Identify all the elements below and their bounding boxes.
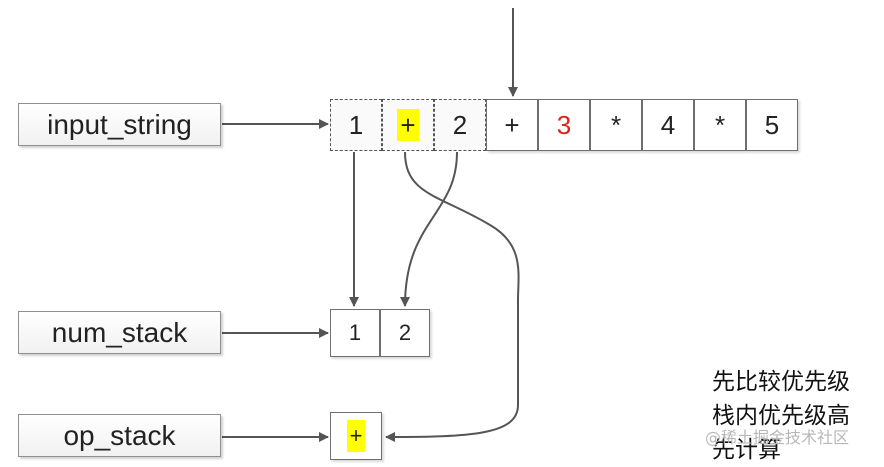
op-stack-cell-1-text: + [346, 420, 366, 452]
watermark: @稀土掘金技术社区 [705, 428, 850, 447]
input-cell-5-text: 3 [556, 109, 572, 140]
input-string-label: input_string [18, 103, 221, 146]
note-line-3: 先计算 [712, 437, 781, 463]
input-cell-1: 1 [330, 99, 382, 151]
num-stack-cell-1-text: 1 [348, 320, 362, 345]
num-stack-cell-1: 1 [330, 309, 380, 357]
op-plus-arrow [385, 151, 520, 442]
input-cell-4-text: + [504, 109, 520, 140]
input-cell-4: + [486, 99, 538, 151]
input-cell-8: * [694, 99, 746, 151]
op-stack-label: op_stack [18, 414, 221, 457]
input-cell-2-text: + [397, 109, 419, 141]
input-cell-6: * [590, 99, 642, 151]
num-stack-cell-2: 2 [380, 309, 430, 357]
num-stack-label: num_stack [18, 311, 221, 354]
input-cell-7: 4 [642, 99, 694, 151]
op-stack-cell-1: + [330, 412, 382, 460]
input-string-text: input_string [47, 108, 192, 140]
note-line-1: 先比较优先级 [712, 369, 850, 395]
input-cell-6-text: * [610, 109, 622, 140]
priority-note: 先比较优先级 栈内优先级高 先计算 [712, 365, 882, 467]
input-cell-5: 3 [538, 99, 590, 151]
input-cell-1-text: 1 [348, 109, 364, 140]
input-cell-7-text: 4 [660, 109, 676, 140]
num2-arrow [400, 151, 458, 307]
input-cell-9-text: 5 [764, 109, 780, 140]
num-stack-text: num_stack [51, 316, 188, 348]
input-cell-2: + [382, 99, 434, 151]
input-cell-3: 2 [434, 99, 486, 151]
note-line-2: 栈内优先级高 [712, 403, 850, 429]
input-cell-3-text: 2 [452, 109, 468, 140]
num-stack-cell-2-text: 2 [398, 320, 412, 345]
input-cell-9: 5 [746, 99, 798, 151]
input-cell-8-text: * [714, 109, 726, 140]
op-stack-text: op_stack [63, 419, 176, 451]
